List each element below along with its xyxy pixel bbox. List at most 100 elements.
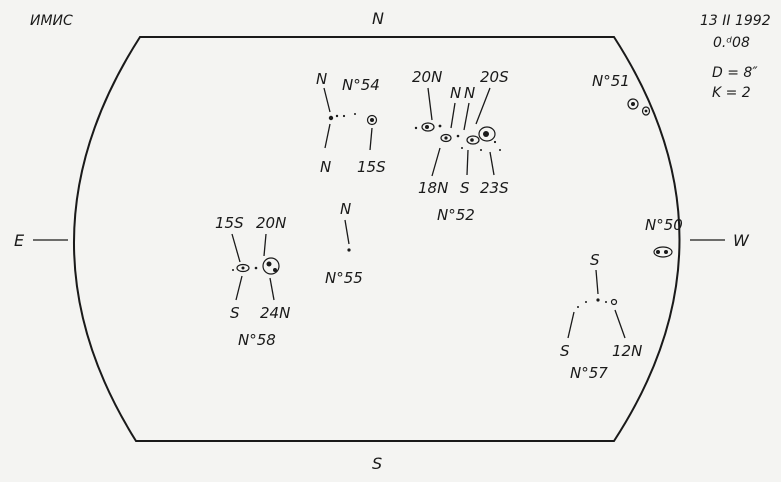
sunspot-group-54: N N°54 N 15S bbox=[316, 70, 386, 176]
g52-top-left: 20N bbox=[412, 68, 442, 86]
quality-label: K = 2 bbox=[712, 85, 751, 101]
g58-leader bbox=[231, 233, 241, 263]
g55-number: N°55 bbox=[325, 269, 363, 287]
g54-number: N°54 bbox=[342, 76, 380, 94]
g58-penumbra bbox=[236, 263, 250, 273]
g52-top-mid1: N bbox=[450, 84, 461, 102]
g54-leader-bottom bbox=[324, 123, 331, 149]
g58-bottom-right: 24N bbox=[260, 304, 290, 322]
g52-leader bbox=[427, 87, 433, 121]
g52-number: N°52 bbox=[437, 206, 475, 224]
g57-spot bbox=[585, 301, 587, 303]
g52-top-right: 20S bbox=[480, 68, 509, 86]
g54-leader-right bbox=[369, 127, 373, 151]
g57-penumbra bbox=[610, 298, 618, 306]
g52-bottom-mid: S bbox=[460, 179, 470, 197]
g52-spot bbox=[480, 149, 482, 151]
g52-leader bbox=[466, 149, 469, 176]
g52-spot bbox=[438, 124, 442, 128]
sunspot-group-52: 20N N N 20S 18N S 23S N°52 bbox=[412, 68, 509, 224]
g52-leader bbox=[450, 102, 456, 129]
g50-penumbra bbox=[653, 246, 673, 258]
g52-leader bbox=[431, 147, 441, 177]
g52-bottom-left: 18N bbox=[418, 179, 448, 197]
sunspot-group-58: 15S 20N S 24N N°58 bbox=[215, 214, 290, 349]
solar-disk-frame bbox=[73, 36, 681, 442]
g58-umbra bbox=[241, 266, 245, 270]
time-label: 0.ᵈ08 bbox=[713, 35, 750, 51]
g52-penumbra bbox=[421, 122, 435, 132]
g52-umbra bbox=[444, 136, 448, 140]
g54-leader-top bbox=[323, 87, 331, 113]
g58-umbra bbox=[266, 261, 272, 267]
g57-leader bbox=[595, 269, 599, 295]
g54-pole-bottom: N bbox=[320, 158, 331, 176]
east-label: E bbox=[14, 231, 25, 250]
g50-umbra bbox=[664, 250, 668, 254]
g57-pole-top: S bbox=[590, 251, 600, 269]
g57-spot bbox=[605, 301, 607, 303]
g52-umbra bbox=[470, 138, 474, 142]
g50-number: N°50 bbox=[645, 216, 683, 234]
g58-leader bbox=[235, 275, 243, 301]
g51-umbra bbox=[644, 109, 648, 113]
g58-number: N°58 bbox=[238, 331, 276, 349]
g52-penumbra bbox=[466, 135, 480, 145]
g54-umbra bbox=[370, 118, 374, 122]
g57-leader bbox=[567, 311, 575, 339]
g57-leader bbox=[614, 309, 626, 339]
sunspot-group-57: S S 12N N°57 bbox=[560, 251, 642, 382]
g50-umbra bbox=[656, 250, 660, 254]
g52-top-mid2: N bbox=[464, 84, 475, 102]
g58-leader bbox=[263, 233, 267, 257]
g58-spot bbox=[254, 266, 258, 270]
g52-spot bbox=[414, 126, 418, 130]
g52-umbra bbox=[483, 131, 489, 137]
g54-spot bbox=[342, 114, 346, 118]
g57-bottom-left: S bbox=[560, 342, 570, 360]
g55-spot bbox=[347, 248, 351, 252]
diameter-label: D = 8″ bbox=[712, 65, 758, 81]
west-label: W bbox=[733, 231, 750, 250]
g52-penumbra bbox=[478, 126, 496, 142]
g54-pole-right: 15S bbox=[357, 158, 386, 176]
g57-bottom-right: 12N bbox=[612, 342, 642, 360]
g57-number: N°57 bbox=[570, 364, 608, 382]
g58-top-left: 15S bbox=[215, 214, 244, 232]
sunspot-group-50: N°50 bbox=[645, 216, 683, 258]
g58-spot bbox=[232, 269, 234, 271]
north-label: N bbox=[372, 9, 384, 28]
g58-penumbra bbox=[262, 257, 280, 275]
g52-leader bbox=[489, 151, 495, 176]
g58-leader bbox=[269, 277, 275, 301]
g52-penumbra bbox=[440, 133, 452, 143]
g54-penumbra bbox=[366, 114, 378, 126]
g54-spot bbox=[354, 113, 356, 115]
g57-spot bbox=[596, 298, 600, 302]
g54-pole-top: N bbox=[316, 70, 327, 88]
south-label: S bbox=[372, 454, 382, 473]
g52-spot bbox=[456, 134, 460, 138]
g55-pole-top: N bbox=[340, 200, 351, 218]
g52-spot bbox=[499, 149, 501, 151]
g54-spot bbox=[328, 115, 334, 121]
sunspot-group-55: N N°55 bbox=[325, 200, 363, 287]
sunspot-group-51: N°51 bbox=[592, 72, 651, 116]
observatory-label: ИМИС bbox=[30, 13, 73, 29]
g52-spot bbox=[493, 140, 497, 144]
g54-spot bbox=[335, 114, 339, 118]
g58-umbra bbox=[273, 268, 277, 272]
g58-bottom-left: S bbox=[230, 304, 240, 322]
g52-leader bbox=[475, 87, 491, 125]
date-label: 13 II 1992 bbox=[700, 13, 771, 29]
g58-top-right: 20N bbox=[256, 214, 286, 232]
g51-penumbra bbox=[627, 98, 639, 110]
g52-bottom-right: 23S bbox=[480, 179, 509, 197]
g51-umbra bbox=[631, 102, 635, 106]
g51-number: N°51 bbox=[592, 72, 630, 90]
g57-spot bbox=[577, 306, 579, 308]
g52-spot bbox=[461, 147, 463, 149]
g51-penumbra bbox=[641, 106, 651, 116]
g55-leader bbox=[344, 219, 350, 245]
